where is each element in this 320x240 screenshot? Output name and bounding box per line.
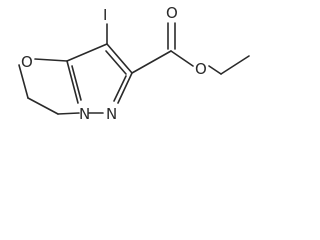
bond-c6-ccarbonyl (131, 50, 172, 74)
bond-oester-ch2 (208, 65, 222, 75)
ring-oxygen-label: O (21, 53, 33, 71)
carbonyl-oxygen-label: O (166, 4, 178, 22)
bond-o1-c7a (34, 58, 68, 62)
bond-c7-c6 (106, 43, 133, 74)
bond-c7a-n4 (66, 60, 79, 104)
bond-o1-c2 (18, 64, 29, 99)
bond-c2-c3 (27, 97, 59, 115)
bond-c7-c6-inner (105, 50, 127, 75)
structure-diagram: I O N N O O (0, 0, 252, 152)
bond-c6-n5 (117, 72, 133, 104)
bond-c7a-c7 (66, 43, 108, 62)
bond-c3-n4 (57, 112, 80, 115)
bond-ch2-ch3 (220, 55, 250, 75)
iodine-label: I (103, 6, 107, 24)
molecule-structure: I O N N O O (18, 4, 250, 123)
bond-c-oester (170, 50, 194, 67)
bridgehead-nitrogen-label: N (79, 105, 90, 123)
bond-c6-n5-inner (113, 75, 127, 102)
ester-oxygen-label: O (195, 60, 207, 78)
bond-c7a-n4-inner (71, 65, 82, 101)
pyrazole-nitrogen-label: N (106, 105, 117, 123)
